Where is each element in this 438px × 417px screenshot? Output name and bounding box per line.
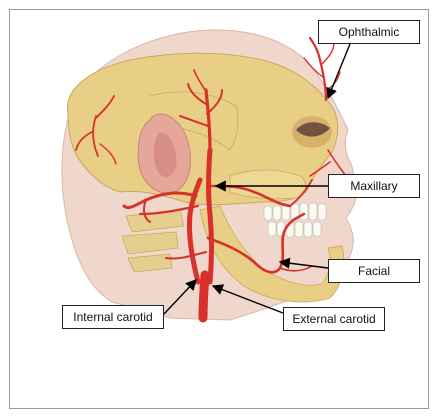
external-carotid-leader [211, 284, 284, 314]
facial-leader [278, 257, 329, 269]
internal-carotid-label: Internal carotid [62, 305, 164, 329]
facial-label: Facial [328, 259, 420, 283]
eye [296, 122, 330, 137]
external-carotid-label: External carotid [283, 307, 385, 331]
cheek-bone [229, 169, 307, 200]
ophthalmic-leader [326, 43, 351, 100]
teeth [263, 202, 327, 238]
internal-carotid-leader [163, 278, 197, 315]
ear-inner [153, 132, 177, 177]
skull-suture [149, 91, 239, 151]
ophthalmic-label: Ophthalmic [318, 20, 420, 44]
leader-lines [163, 43, 351, 315]
artery-network [75, 36, 347, 323]
maxillary-label: Maxillary [328, 174, 420, 198]
